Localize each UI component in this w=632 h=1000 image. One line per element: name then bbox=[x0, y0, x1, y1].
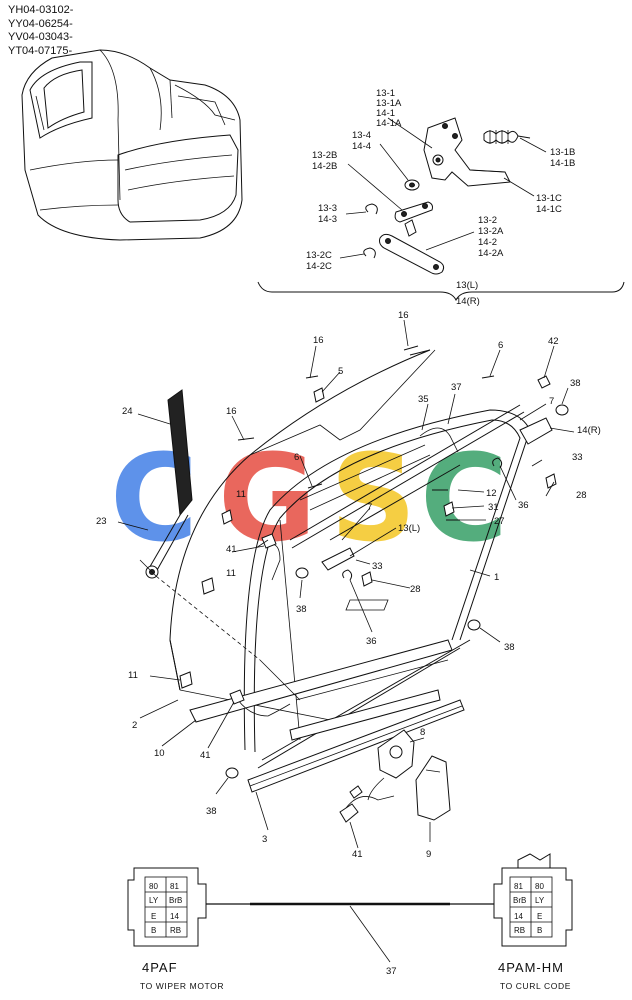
bracket-label: 14(R) bbox=[456, 296, 480, 307]
pin-label: 80 bbox=[149, 882, 158, 891]
pin-label: LY bbox=[149, 896, 159, 905]
part-label: 38 bbox=[296, 604, 307, 615]
part-label: 6 bbox=[294, 452, 299, 463]
part-label: 38 bbox=[206, 806, 217, 817]
part-label: 7 bbox=[367, 502, 372, 513]
callout-label: 13-2C bbox=[306, 250, 332, 261]
connector-4pam-hm: 81 80 BrB LY 14 E RB B bbox=[493, 853, 573, 947]
pin-label: LY bbox=[535, 896, 545, 905]
part-label: 33 bbox=[372, 561, 383, 572]
part-label: 38 bbox=[570, 378, 581, 389]
pin-label: RB bbox=[170, 926, 181, 935]
part-label: 41 bbox=[200, 750, 211, 761]
callout-label: 14-2A bbox=[478, 248, 504, 259]
watermark-letter: C bbox=[420, 430, 508, 569]
part-label: 7 bbox=[549, 396, 554, 407]
callout-label: 14-2B bbox=[312, 161, 337, 172]
window-assembly: 16 16 16 5 6 6 42 38 37 35 7 7 14(R) 24 … bbox=[96, 310, 601, 860]
pin-label: 81 bbox=[170, 882, 179, 891]
part-label: 38 bbox=[504, 642, 515, 653]
callout-label: 14-3 bbox=[318, 214, 337, 225]
callout-label: 13-1C bbox=[536, 193, 562, 204]
pin-label: 14 bbox=[170, 912, 179, 921]
part-label: 16 bbox=[398, 310, 409, 321]
pin-label: B bbox=[537, 926, 542, 935]
callout-label: 14-1 bbox=[376, 108, 395, 119]
part-label: 16 bbox=[226, 406, 237, 417]
callout-label: 14-1A bbox=[376, 118, 402, 129]
pin-label: 14 bbox=[514, 912, 523, 921]
callout-label: 13-1 bbox=[376, 88, 395, 99]
part-label: 23 bbox=[96, 516, 107, 527]
part-label: 8 bbox=[420, 727, 425, 738]
connector-4paf: 80 81 LY BrB E 14 B RB bbox=[127, 867, 207, 947]
part-label: 1 bbox=[494, 572, 499, 583]
serial-number: YT04-07175- bbox=[8, 44, 73, 57]
part-label: 12 bbox=[486, 488, 497, 499]
part-label: 14(R) bbox=[577, 425, 601, 436]
part-label: 35 bbox=[418, 394, 429, 405]
part-label: 9 bbox=[426, 849, 431, 860]
part-label: 11 bbox=[128, 670, 138, 681]
pin-label: 80 bbox=[535, 882, 544, 891]
connector-wiring: 80 81 LY BrB E 14 B RB 81 80 BrB LY 14 E… bbox=[127, 853, 573, 991]
pin-label: RB bbox=[514, 926, 525, 935]
watermark-letter: S bbox=[330, 430, 416, 569]
part-label: 13(L) bbox=[398, 523, 420, 534]
connector-caption: TO CURL CODE bbox=[500, 981, 571, 991]
callout-label: 13-1B bbox=[550, 147, 575, 158]
connector-caption: TO WIPER MOTOR bbox=[140, 981, 224, 991]
connector-name: 4PAM-HM bbox=[498, 960, 564, 975]
pin-label: E bbox=[151, 912, 156, 921]
part-label: 11 bbox=[236, 489, 246, 500]
cab-thumbnail bbox=[21, 49, 243, 241]
part-label: 36 bbox=[366, 636, 377, 647]
callout-label: 14-2 bbox=[478, 237, 497, 248]
part-label: 37 bbox=[451, 382, 462, 393]
serial-number-list: YH04-03102- YY04-06254- YV04-03043- YT04… bbox=[8, 4, 73, 58]
part-label: 41 bbox=[352, 849, 363, 860]
serial-number: YH04-03102- bbox=[8, 4, 74, 16]
callout-label: 13-2 bbox=[478, 215, 497, 226]
part-label: 33 bbox=[572, 452, 583, 463]
callout-label: 13-3 bbox=[318, 203, 337, 214]
part-label: 2 bbox=[132, 720, 137, 731]
part-label: 36 bbox=[518, 500, 529, 511]
serial-number: YY04-06254- bbox=[8, 17, 73, 30]
bracket-label: 13(L) bbox=[456, 280, 478, 291]
spring bbox=[483, 130, 531, 144]
callout-label: 13-2B bbox=[312, 150, 337, 161]
hinge-detail: 13-1 13-1A 14-1 14-1A 13-4 14-4 13-2B 14… bbox=[257, 88, 625, 307]
pin-label: BrB bbox=[513, 896, 526, 905]
callout-label: 13-1A bbox=[376, 98, 402, 109]
part-label: 5 bbox=[338, 366, 343, 377]
part-label: 28 bbox=[576, 490, 587, 501]
callout-label: 14-2C bbox=[306, 261, 332, 272]
callout-label: 14-1B bbox=[550, 158, 575, 169]
pin-label: B bbox=[151, 926, 156, 935]
pin-label: BrB bbox=[169, 896, 182, 905]
pin-label: 81 bbox=[514, 882, 523, 891]
part-label: 24 bbox=[122, 406, 133, 417]
part-label: 27 bbox=[494, 516, 505, 527]
connector-name: 4PAF bbox=[142, 960, 178, 975]
part-label: 10 bbox=[154, 748, 165, 759]
part-label: 31 bbox=[488, 502, 499, 513]
callout-label: 13-2A bbox=[478, 226, 504, 237]
callout-label: 13-4 bbox=[352, 130, 371, 141]
callout-label: 14-4 bbox=[352, 141, 371, 152]
part-label: 6 bbox=[498, 340, 503, 351]
part-label: 42 bbox=[548, 336, 559, 347]
part-label: 41 bbox=[226, 544, 237, 555]
part-label: 28 bbox=[410, 584, 421, 595]
part-label: 11 bbox=[226, 568, 236, 579]
serial-number: YV04-03043- bbox=[8, 31, 73, 43]
pin-label: E bbox=[537, 912, 542, 921]
part-label: 3 bbox=[262, 834, 267, 845]
callout-label: 14-1C bbox=[536, 204, 562, 215]
wire-label: 37 bbox=[386, 966, 397, 977]
watermark: C G S C bbox=[110, 430, 508, 569]
part-label: 16 bbox=[313, 335, 324, 346]
